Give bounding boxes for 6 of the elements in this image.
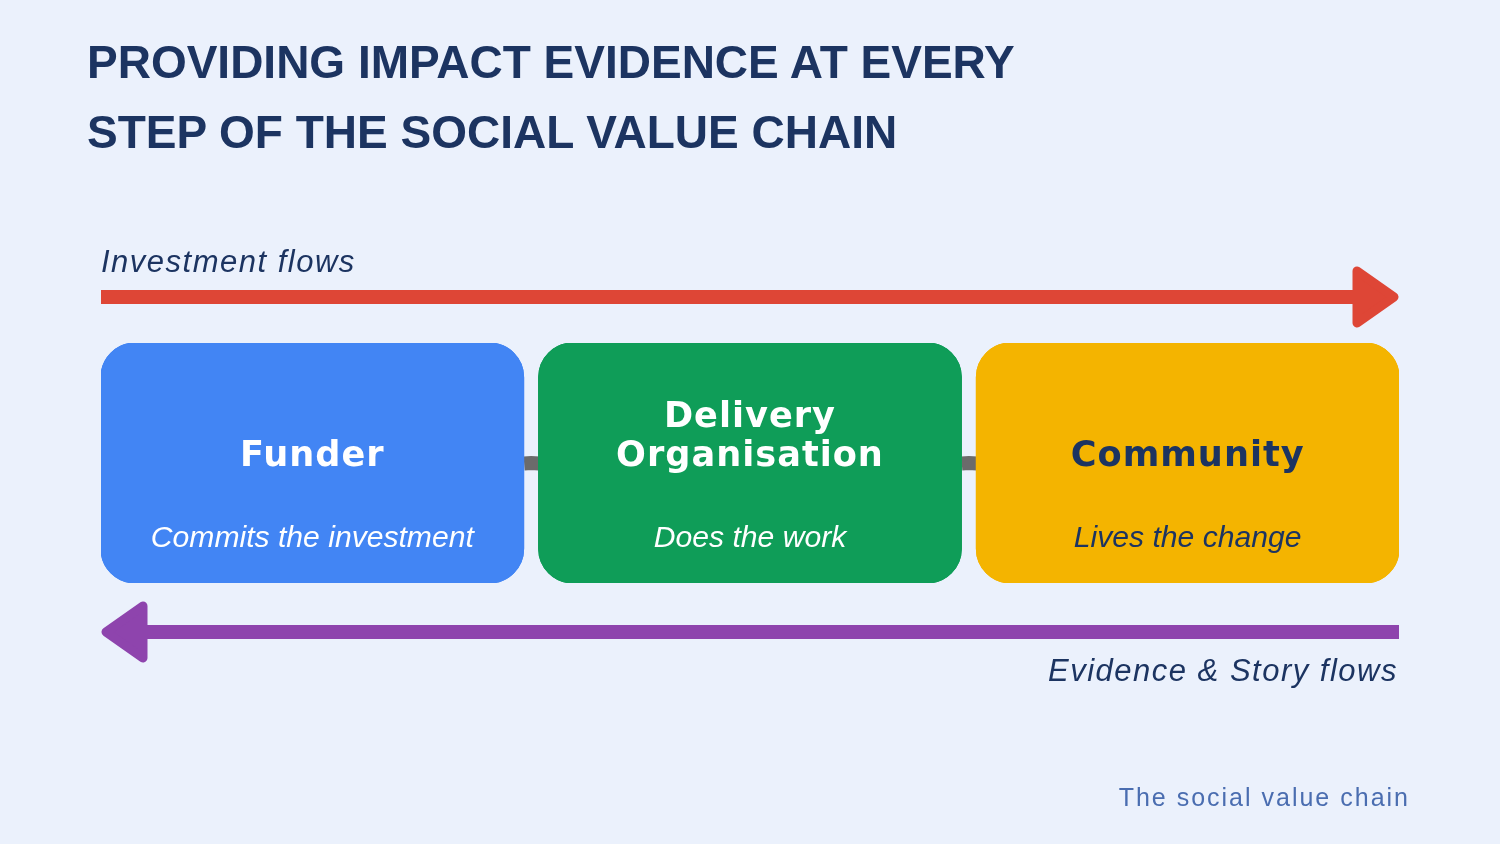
connector — [961, 455, 978, 471]
footer-caption: The social value chain — [1118, 782, 1410, 813]
title: PROVIDING IMPACT EVIDENCE AT EVERY STEP OF THE SOCIAL VALUE CHAIN — [87, 35, 1015, 160]
flow-label: Evidence & Story flows — [1047, 653, 1398, 689]
connector — [523, 455, 540, 471]
flow-label: Investment flows — [101, 244, 356, 280]
